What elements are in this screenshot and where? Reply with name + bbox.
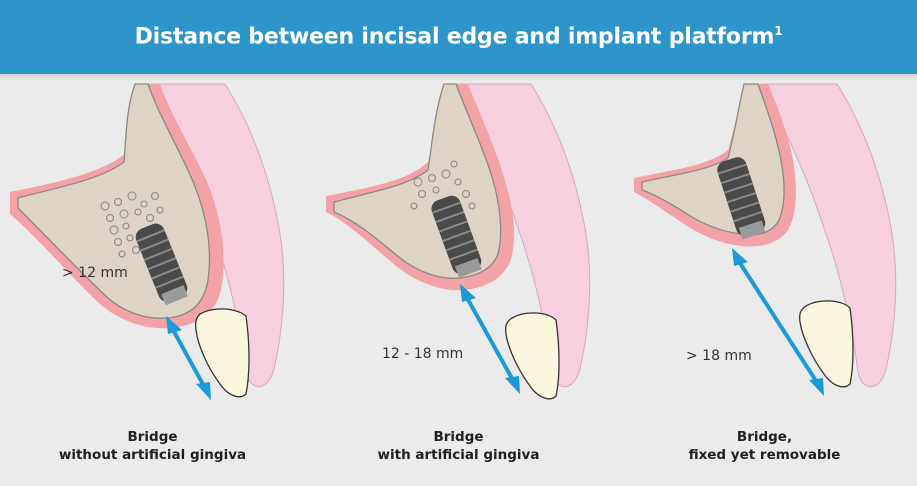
caption-line-2: fixed yet removable — [612, 446, 917, 464]
caption-line-2: with artificial gingiva — [306, 446, 611, 464]
tooth-crown — [800, 301, 853, 387]
header-bar: Distance between incisal edge and implan… — [0, 0, 917, 74]
measurement-label: 12 - 18 mm — [382, 346, 463, 362]
caption-line-1: Bridge, — [612, 428, 917, 446]
illustration-1 — [0, 84, 305, 404]
page-title: Distance between incisal edge and implan… — [135, 24, 783, 49]
caption-2: Bridge with artificial gingiva — [306, 428, 611, 464]
measurement-label: > 18 mm — [686, 348, 752, 364]
title-text: Distance between incisal edge and implan… — [135, 25, 775, 50]
panel-3: > 18 mm — [612, 84, 917, 404]
illustration-3 — [612, 84, 917, 404]
footnote-marker: 1 — [774, 24, 782, 38]
caption-3: Bridge, fixed yet removable — [612, 428, 917, 464]
panel-1: > 12 mm — [0, 84, 305, 404]
caption-line-2: without artificial gingiva — [0, 446, 305, 464]
caption-line-1: Bridge — [306, 428, 611, 446]
measurement-label: > 12 mm — [62, 265, 128, 281]
caption-1: Bridge without artificial gingiva — [0, 428, 305, 464]
header-shadow — [0, 74, 917, 80]
caption-line-1: Bridge — [0, 428, 305, 446]
panel-2: 12 - 18 mm — [306, 84, 611, 404]
